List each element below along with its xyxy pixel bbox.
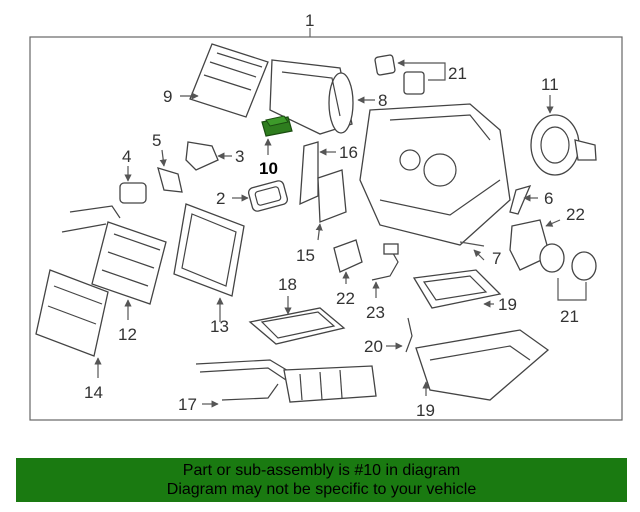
part-22-top-actuators [374, 54, 425, 95]
part-11-blower-motor [530, 114, 597, 176]
callout-22-bottom: 21 [560, 307, 579, 326]
banner-line-1: Part or sub-assembly is #10 in diagram [182, 462, 461, 479]
callout-24: 22 [336, 289, 355, 308]
callout-5: 5 [152, 131, 161, 150]
callout-10: 10 [259, 159, 278, 178]
callout-19: 19 [498, 295, 517, 314]
part-8-filter-housing [269, 59, 354, 135]
callout-25: 23 [366, 303, 385, 322]
callout-3: 3 [235, 147, 244, 166]
part-9-cabin-filter [189, 43, 269, 118]
part-12-evaporator [61, 205, 167, 305]
part-18-tray [248, 307, 346, 345]
part-16-duct [299, 141, 319, 206]
part-20-lower-housing [415, 329, 550, 401]
part-4-sensor [119, 182, 147, 204]
banner-line-2: Diagram may not be specific to your vehi… [166, 481, 477, 498]
hvac-case [359, 103, 511, 246]
part-21-drain-hose [405, 317, 413, 353]
part-24-module [333, 239, 363, 273]
part-5-bracket [157, 167, 183, 193]
callout-13: 13 [210, 317, 229, 336]
callout-23: 22 [566, 205, 585, 224]
callout-12: 12 [118, 325, 137, 344]
part-10-blower-resistor [261, 115, 293, 137]
callout-22-top: 21 [448, 64, 467, 83]
part-22-bottom-actuators [539, 243, 597, 281]
info-banner: Part or sub-assembly is #10 in diagram D… [16, 458, 627, 502]
callout-21: 20 [364, 337, 383, 356]
callout-1: 1 [305, 11, 314, 30]
callout-16: 16 [339, 143, 358, 162]
callout-7: 7 [492, 249, 501, 268]
part-6-sensor [509, 184, 532, 215]
callout-4: 4 [122, 147, 131, 166]
callout-6: 6 [544, 189, 553, 208]
callout-14: 14 [84, 383, 103, 402]
part-15-panel [317, 169, 347, 223]
part-2-vent-grille [247, 180, 289, 212]
callout-2: 2 [216, 189, 225, 208]
part-19-lower-case [412, 269, 502, 309]
part-17-heater-pipes [195, 359, 377, 403]
callout-15: 15 [296, 246, 315, 265]
callout-9: 9 [163, 87, 172, 106]
callout-8: 8 [378, 91, 387, 110]
diagram-frame [29, 36, 623, 421]
callout-17: 17 [178, 395, 197, 414]
callout-20: 19 [416, 401, 435, 420]
part-25-harness [371, 243, 399, 281]
part-3-clip [185, 141, 219, 171]
callout-11: 11 [541, 75, 559, 94]
callout-18: 18 [278, 275, 297, 294]
part-13-heater-core [173, 203, 245, 297]
part-14-filter [35, 269, 109, 357]
